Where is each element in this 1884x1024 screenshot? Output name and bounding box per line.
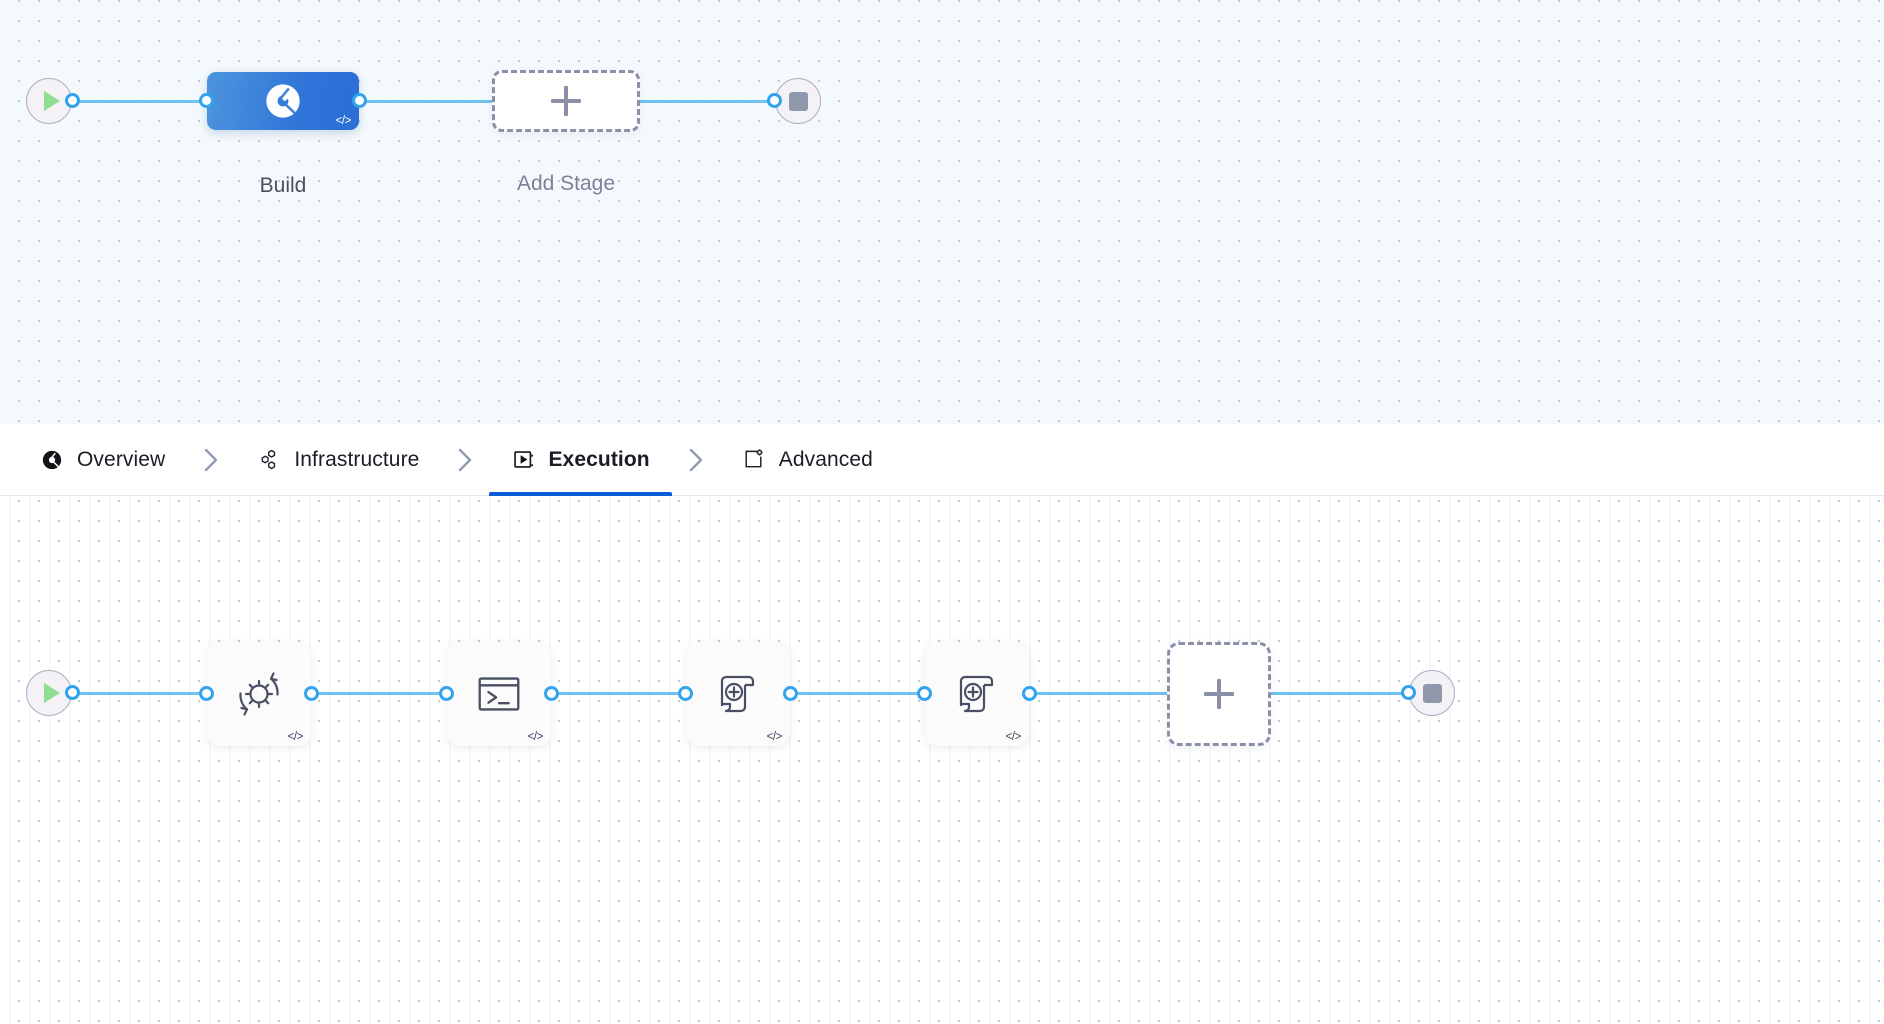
add-stage-node[interactable]	[492, 70, 640, 132]
add-stage-label: Add Stage	[516, 172, 616, 195]
pipeline-start-node[interactable]	[26, 78, 80, 124]
tab-overview[interactable]: Overview	[18, 424, 187, 495]
tab-label-overview: Overview	[77, 447, 166, 471]
edge-build-to-addstage	[355, 100, 500, 103]
chevron-right-icon	[459, 448, 472, 471]
pipeline-end-node[interactable]	[767, 78, 821, 124]
edge-addstage-to-end	[637, 100, 782, 103]
gear-refresh-icon	[239, 672, 279, 716]
execution-end-circle	[1409, 670, 1455, 716]
code-badge-icon: </>	[766, 730, 783, 743]
build-output-port[interactable]	[352, 93, 367, 108]
edge-addstep-to-end	[1270, 692, 1422, 695]
tab-label-infrastructure: Infrastructure	[294, 447, 420, 471]
app-image-input-port[interactable]	[917, 686, 932, 701]
edge-run-to-base-image	[549, 692, 694, 695]
step-card-run[interactable]: </>	[447, 642, 551, 746]
run-output-port[interactable]	[544, 686, 559, 701]
start-output-port[interactable]	[65, 93, 80, 108]
tab-advanced[interactable]: Advanced	[720, 424, 895, 495]
base-image-input-port[interactable]	[678, 686, 693, 701]
stop-icon	[788, 91, 808, 111]
execution-start-node[interactable]	[26, 670, 80, 716]
edge-app-image-to-addstep	[1028, 692, 1173, 695]
code-badge-icon: </>	[335, 114, 352, 127]
harness-logo-icon	[266, 84, 300, 118]
execution-start-circle	[26, 670, 72, 716]
tab-separator-2	[441, 424, 489, 495]
end-input-port[interactable]	[767, 93, 782, 108]
background-output-port[interactable]	[304, 686, 319, 701]
end-circle	[775, 78, 821, 124]
terminal-icon	[478, 677, 520, 711]
execution-end-node[interactable]	[1401, 670, 1455, 716]
execution-end-input-port[interactable]	[1401, 685, 1416, 700]
step-node-run[interactable]: </>	[439, 642, 559, 746]
add-stage-box[interactable]	[492, 70, 640, 132]
code-badge-icon: </>	[287, 730, 304, 743]
tab-execution[interactable]: Execution	[489, 424, 672, 496]
play-icon	[43, 91, 60, 111]
base-image-output-port[interactable]	[783, 686, 798, 701]
step-node-base-image-sbom[interactable]: </>	[678, 642, 798, 746]
stage-pill-build[interactable]: </>	[207, 72, 359, 130]
stop-icon	[1422, 683, 1442, 703]
step-node-app-image-sbom[interactable]: </>	[917, 642, 1037, 746]
stage-graph-canvas[interactable]: </> Build Add Stage	[0, 0, 1884, 424]
add-step-node[interactable]	[1167, 642, 1271, 746]
play-icon	[43, 683, 60, 703]
chevron-right-icon	[205, 448, 218, 471]
tab-separator-1	[187, 424, 235, 495]
execution-start-output-port[interactable]	[65, 685, 80, 700]
step-card-base-image-sbom[interactable]: </>	[686, 642, 790, 746]
step-node-background[interactable]: </>	[199, 642, 319, 746]
tab-label-execution: Execution	[548, 447, 650, 471]
background-input-port[interactable]	[199, 686, 214, 701]
tab-separator-3	[672, 424, 720, 495]
play-in-box-icon	[511, 448, 535, 472]
start-circle	[26, 78, 72, 124]
add-step-box[interactable]	[1167, 642, 1271, 746]
plus-icon	[551, 86, 581, 116]
tab-infrastructure[interactable]: Infrastructure	[235, 424, 441, 495]
scroll-plus-icon	[959, 675, 994, 713]
tab-label-advanced: Advanced	[778, 447, 873, 471]
hexagon-cluster-icon	[257, 448, 281, 472]
gear-box-icon	[742, 448, 766, 472]
step-card-app-image-sbom[interactable]: </>	[925, 642, 1029, 746]
execution-graph-canvas[interactable]: </> Background </> Run	[0, 496, 1884, 1024]
code-badge-icon: </>	[527, 730, 544, 743]
edge-start-to-build	[78, 100, 213, 103]
chevron-right-icon	[689, 448, 702, 471]
harness-overview-icon	[40, 448, 64, 472]
app-image-output-port[interactable]	[1022, 686, 1037, 701]
edge-base-to-app-image	[789, 692, 934, 695]
stage-config-tabs[interactable]: Overview Infrastructure	[0, 424, 1884, 496]
scroll-plus-icon	[720, 675, 755, 713]
edge-start-to-background	[78, 692, 213, 695]
run-input-port[interactable]	[439, 686, 454, 701]
stage-node-build[interactable]: </>	[199, 72, 367, 130]
build-input-port[interactable]	[199, 93, 214, 108]
plus-icon	[1204, 679, 1234, 709]
stage-label-build: Build	[259, 174, 307, 197]
edge-background-to-run	[310, 692, 455, 695]
step-card-background[interactable]: </>	[207, 642, 311, 746]
code-badge-icon: </>	[1005, 730, 1022, 743]
